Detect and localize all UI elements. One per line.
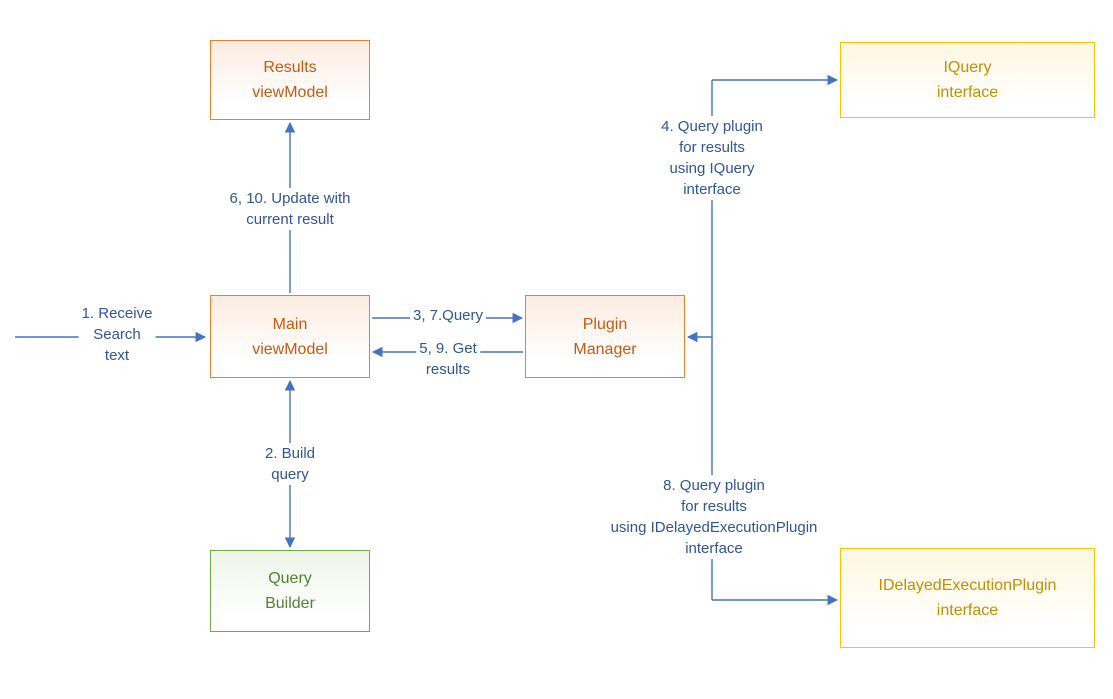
box-iquery-interface: IQuery interface [840, 42, 1095, 118]
label-build-query: 2. Build query [261, 443, 319, 485]
label-get-results: 5, 9. Get results [416, 338, 480, 380]
label-query-iquery: 4. Query plugin for results using IQuery… [658, 116, 766, 200]
box-results-viewmodel: Results viewModel [210, 40, 370, 120]
box-idelayed-interface: IDelayedExecutionPlugin interface [840, 548, 1095, 648]
label-update-result: 6, 10. Update with current result [226, 188, 354, 230]
box-plugin-manager: Plugin Manager [525, 295, 685, 378]
box-query-builder: Query Builder [210, 550, 370, 632]
box-main-viewmodel: Main viewModel [210, 295, 370, 378]
label-query-idelayed: 8. Query plugin for results using IDelay… [607, 475, 821, 559]
label-query: 3, 7.Query [409, 305, 487, 326]
label-receive-search: 1. Receive Search text [78, 303, 156, 366]
